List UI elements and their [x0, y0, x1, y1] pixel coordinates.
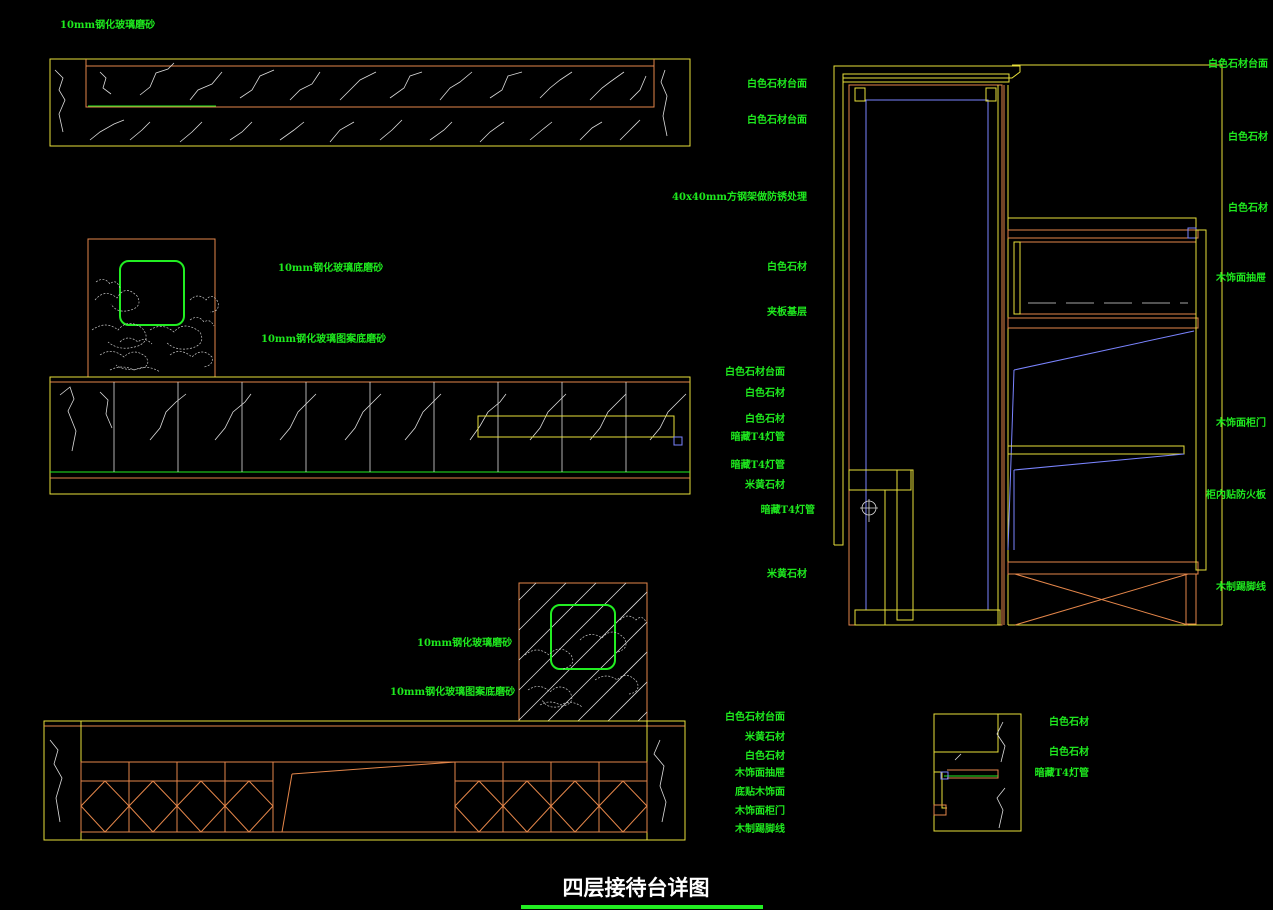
front-light-slot	[477, 415, 675, 438]
label-mid: 白色石材台面	[747, 113, 807, 126]
label-bottom: 木饰面抽屉	[734, 766, 785, 779]
annotation-labels: 10mm钢化玻璃磨砂 10mm钢化玻璃底磨砂 10mm钢化玻璃图案底磨砂 10m…	[60, 18, 1268, 835]
glass-panel-front	[87, 238, 216, 378]
label-front-glass-1: 10mm钢化玻璃底磨砂	[278, 261, 383, 274]
label-right: 柜内贴防火板	[1205, 488, 1267, 501]
label-right: 白色石材	[1228, 130, 1268, 143]
back-counter	[43, 720, 686, 841]
top-plan-view	[49, 58, 691, 147]
label-right: 木饰面抽屉	[1215, 271, 1266, 284]
label-mid: 暗藏T4灯管	[731, 458, 785, 471]
label-detail: 白色石材	[1049, 715, 1089, 728]
label-mid: 白色石材	[745, 386, 785, 399]
cloud-pattern-front	[91, 279, 219, 373]
label-bottom: 木饰面柜门	[734, 804, 785, 817]
glass-window-back	[550, 604, 616, 670]
back-elevation	[43, 582, 686, 841]
label-mid: 暗藏T4灯管	[761, 503, 815, 516]
drawing-title-block: 四层接待台详图	[521, 875, 763, 909]
label-bottom: 木制踢脚线	[734, 822, 785, 835]
small-detail	[933, 713, 1022, 832]
section-view	[833, 64, 1223, 626]
label-top-plan-glass: 10mm钢化玻璃磨砂	[60, 18, 155, 31]
right-cabinet-doors	[454, 761, 648, 833]
glass-window-front	[119, 260, 185, 326]
label-mid: 白色石材	[745, 412, 785, 425]
label-detail: 暗藏T4灯管	[1035, 766, 1089, 779]
counter-upper	[1007, 217, 1222, 626]
label-mid: 米黄石材	[745, 478, 785, 491]
label-mid: 暗藏T4灯管	[731, 430, 785, 443]
front-elevation	[49, 238, 691, 495]
label-mid: 夹板基层	[767, 305, 807, 318]
left-cabinet-doors	[80, 761, 274, 833]
title-underline	[521, 905, 763, 909]
label-bottom: 米黄石材	[745, 730, 785, 743]
label-bottom: 白色石材台面	[725, 710, 785, 723]
label-mid: 40x40mm方钢架做防锈处理	[672, 190, 807, 203]
drawing-title: 四层接待台详图	[563, 875, 710, 900]
label-mid: 米黄石材	[767, 567, 807, 580]
label-front-glass-2: 10mm钢化玻璃图案底磨砂	[261, 332, 386, 345]
label-mid: 白色石材台面	[747, 77, 807, 90]
label-mid: 白色石材	[767, 260, 807, 273]
label-mid: 白色石材台面	[725, 365, 785, 378]
fixture-marker	[673, 436, 683, 446]
label-detail: 白色石材	[1049, 745, 1089, 758]
label-back-glass-2: 10mm钢化玻璃图案底磨砂	[390, 685, 515, 698]
label-right: 白色石材台面	[1208, 57, 1268, 70]
label-bottom: 底贴木饰面	[735, 785, 785, 798]
cloud-pattern-back	[524, 615, 647, 708]
label-right: 木制踢脚线	[1215, 580, 1266, 593]
front-counter	[49, 376, 691, 495]
label-back-glass-1: 10mm钢化玻璃磨砂	[417, 636, 512, 649]
stone-veining	[54, 62, 668, 143]
label-bottom: 白色石材	[745, 749, 785, 762]
label-right: 木饰面柜门	[1215, 416, 1266, 429]
label-right: 白色石材	[1228, 201, 1268, 214]
